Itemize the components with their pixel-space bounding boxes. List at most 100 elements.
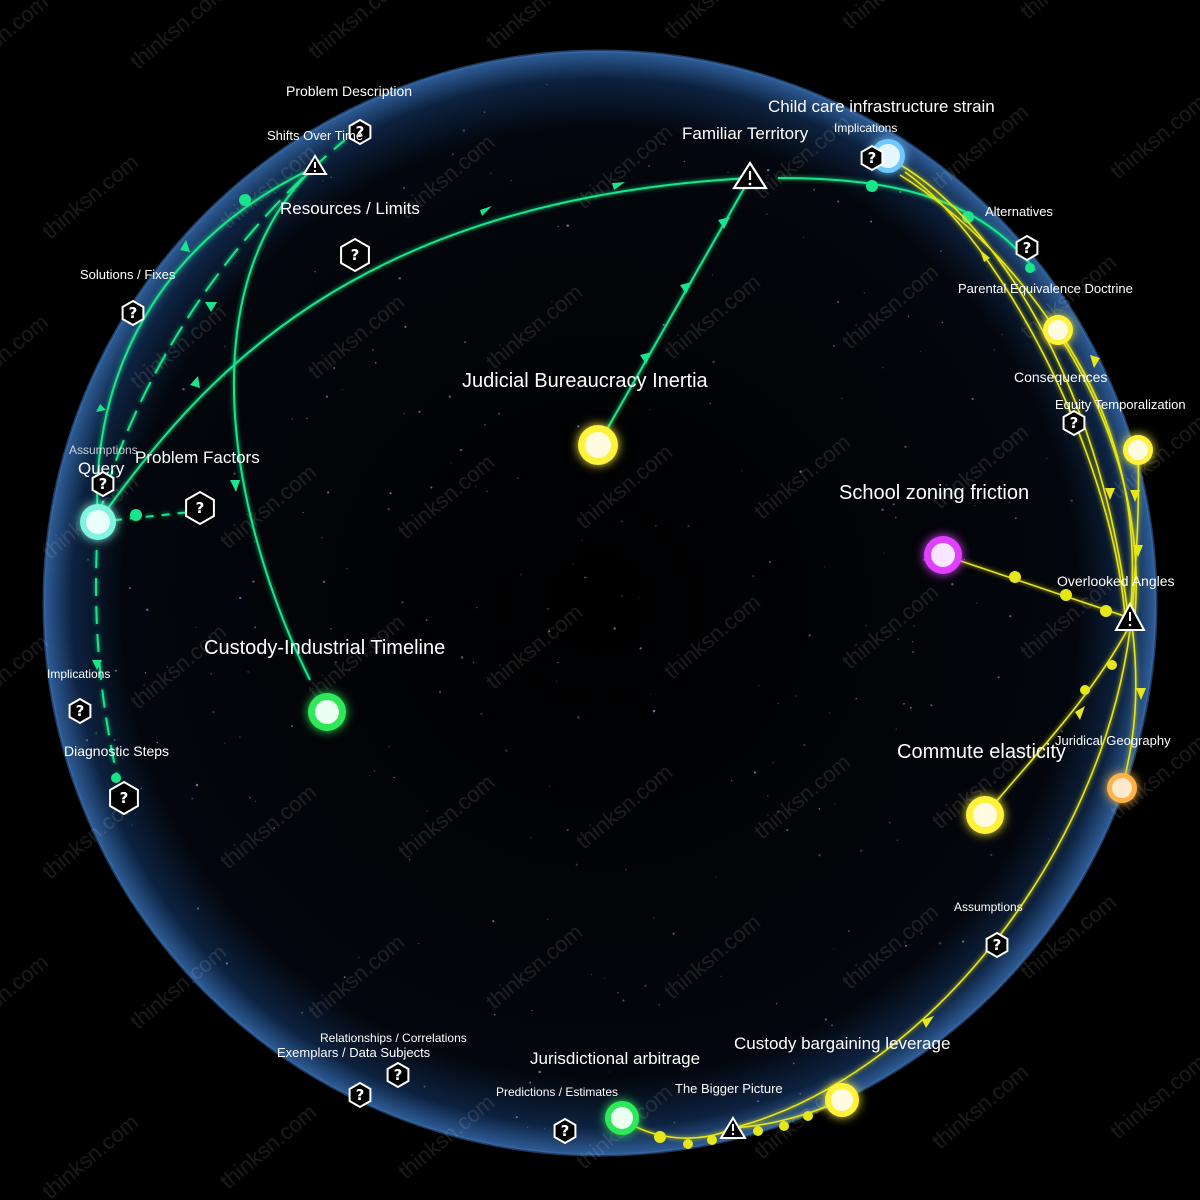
star: [291, 725, 293, 727]
hexagon-question-icon[interactable]: ?: [185, 490, 215, 526]
star: [855, 697, 858, 700]
node-juridical-geography[interactable]: [1107, 773, 1137, 803]
node-query[interactable]: Query: [78, 459, 125, 540]
star: [225, 962, 228, 965]
star: [712, 360, 715, 364]
node-judicial-bureaucracy[interactable]: Judicial Bureaucracy Inertia: [462, 370, 709, 465]
hexagon-question-icon[interactable]: ?: [860, 144, 884, 172]
star: [548, 630, 551, 633]
star: [662, 142, 665, 146]
star: [483, 111, 486, 113]
link-consequences-overlooked: [1057, 329, 1134, 616]
star: [218, 461, 220, 463]
hexagon-question-icon[interactable]: ?: [91, 470, 115, 498]
star: [639, 647, 642, 650]
star: [343, 976, 346, 979]
star: [687, 525, 690, 528]
star: [572, 563, 574, 565]
star: [373, 770, 376, 772]
star: [581, 539, 583, 542]
star: [358, 956, 360, 959]
star: [116, 489, 118, 491]
node-school-zoning[interactable]: School zoning friction: [839, 482, 1029, 574]
node-familiar-territory[interactable]: Familiar Territory: [682, 124, 809, 190]
star: [808, 634, 811, 637]
label-juridical-geography: Juridical Geography: [1055, 733, 1171, 748]
hexagon-question-icon[interactable]: ?: [1015, 234, 1039, 262]
hexagon-question-icon[interactable]: ?: [985, 931, 1009, 959]
star: [616, 991, 619, 994]
star: [83, 451, 86, 454]
hexagon-question-icon[interactable]: ?: [68, 697, 92, 725]
star: [881, 508, 884, 511]
star: [1009, 614, 1012, 618]
question-mark-icon: ?: [868, 149, 877, 167]
star: [273, 827, 275, 829]
star: [831, 1024, 833, 1027]
star: [314, 271, 316, 273]
question-mark-icon: ?: [76, 702, 85, 720]
star: [401, 601, 404, 604]
sphere-background: [44, 51, 1156, 1155]
question-mark-icon: ?: [129, 304, 138, 322]
star: [462, 129, 466, 132]
link-query-diagnostic: [95, 521, 119, 781]
star: [834, 803, 836, 805]
link-school-overlooked: [942, 554, 1131, 619]
star: [613, 627, 616, 630]
star: [882, 366, 884, 369]
star: [1060, 730, 1063, 733]
star: [418, 410, 421, 413]
sphere-rim: [42, 49, 1158, 1157]
star: [824, 1018, 828, 1021]
node-custody-bargaining[interactable]: Custody bargaining leverage: [734, 1034, 950, 1117]
star: [341, 388, 343, 390]
watermark-text: thinksn.com: [37, 149, 143, 244]
star: [757, 684, 760, 687]
star: [322, 580, 326, 583]
label-predictions-estimates: Predictions / Estimates: [496, 1085, 618, 1099]
star: [255, 650, 257, 652]
node-the-bigger-picture[interactable]: The Bigger Picture: [675, 1081, 783, 1139]
node-jurisdictional-arbitrage[interactable]: Jurisdictional arbitrage: [530, 1049, 700, 1135]
star: [853, 130, 856, 133]
hexagon-outline: [185, 490, 215, 526]
star: [528, 1081, 532, 1084]
star: [1047, 838, 1050, 840]
star: [566, 828, 569, 832]
hexagon-question-icon[interactable]: ?: [386, 1061, 410, 1089]
star: [577, 425, 580, 428]
star: [486, 490, 488, 493]
star: [1070, 499, 1073, 502]
hexagon-fill: [349, 120, 371, 144]
hexagon-question-icon[interactable]: ?: [553, 1117, 577, 1145]
star: [247, 671, 249, 673]
star: [974, 504, 976, 507]
star: [113, 738, 116, 741]
hexagon-outline: [553, 1117, 577, 1145]
star: [650, 693, 652, 695]
hexagon-question-icon[interactable]: ?: [1062, 409, 1086, 437]
hexagon-question-icon[interactable]: ?: [109, 780, 139, 816]
node-parental-equivalence[interactable]: [1043, 315, 1073, 345]
hexagon-outline: [348, 1081, 372, 1109]
node-commute-elasticity[interactable]: Commute elasticity: [897, 741, 1066, 834]
hexagon-question-icon[interactable]: ?: [348, 118, 372, 146]
star: [888, 821, 891, 824]
hexagon-question-icon[interactable]: ?: [340, 237, 370, 273]
hexagon-question-icon[interactable]: ?: [121, 299, 145, 327]
star: [772, 761, 774, 764]
star: [166, 665, 169, 668]
node-overlooked-angles[interactable]: Overlooked Angles: [1057, 573, 1175, 631]
star: [460, 656, 464, 659]
star: [388, 745, 390, 748]
star: [301, 1011, 304, 1014]
node-equity-temporalization[interactable]: [1123, 435, 1153, 465]
star: [531, 1009, 533, 1012]
warning-triangle-icon: [719, 1116, 747, 1139]
node-shifts-warning[interactable]: [302, 154, 328, 175]
node-custody-industrial[interactable]: Custody-Industrial Timeline: [204, 637, 445, 731]
hexagon-question-icon[interactable]: ?: [348, 1081, 372, 1109]
star: [391, 651, 394, 654]
star: [904, 445, 907, 448]
